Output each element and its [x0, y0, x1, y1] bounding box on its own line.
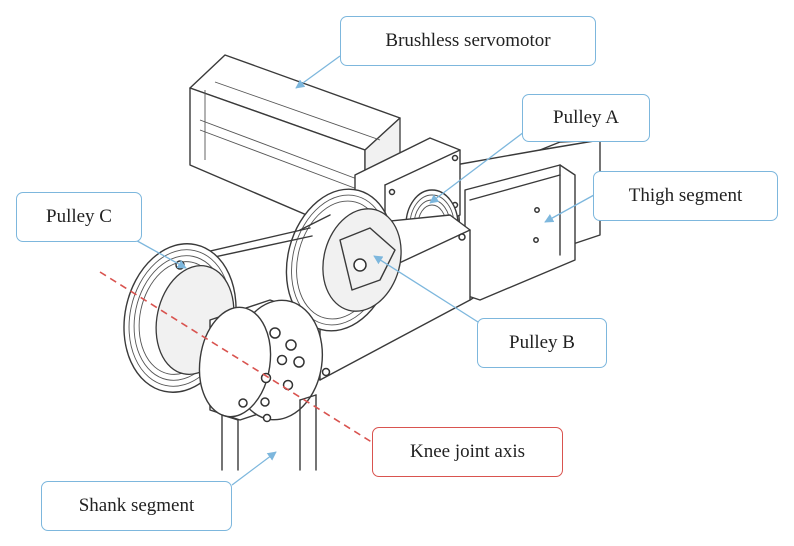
pulley-b-part [285, 188, 402, 332]
leader-thigh [544, 194, 595, 223]
leader-pulley-c [129, 236, 187, 269]
label-pulley-c: Pulley C [16, 192, 142, 242]
shank-segment-part [221, 394, 317, 471]
knee-hub-part [198, 299, 324, 423]
leader-shank [231, 451, 277, 486]
thigh-segment-part [454, 139, 601, 301]
leader-servomotor [295, 55, 341, 89]
label-brushless-servomotor: Brushless servomotor [340, 16, 596, 66]
leader-pulley-b [373, 255, 479, 323]
leader-pulley-a [429, 131, 525, 204]
label-pulley-a: Pulley A [522, 94, 650, 142]
label-pulley-b: Pulley B [477, 318, 607, 368]
knee-joint-axis-line [99, 271, 379, 447]
label-knee-joint-axis: Knee joint axis [372, 427, 563, 477]
label-shank-segment: Shank segment [41, 481, 232, 531]
label-thigh-segment: Thigh segment [593, 171, 778, 221]
